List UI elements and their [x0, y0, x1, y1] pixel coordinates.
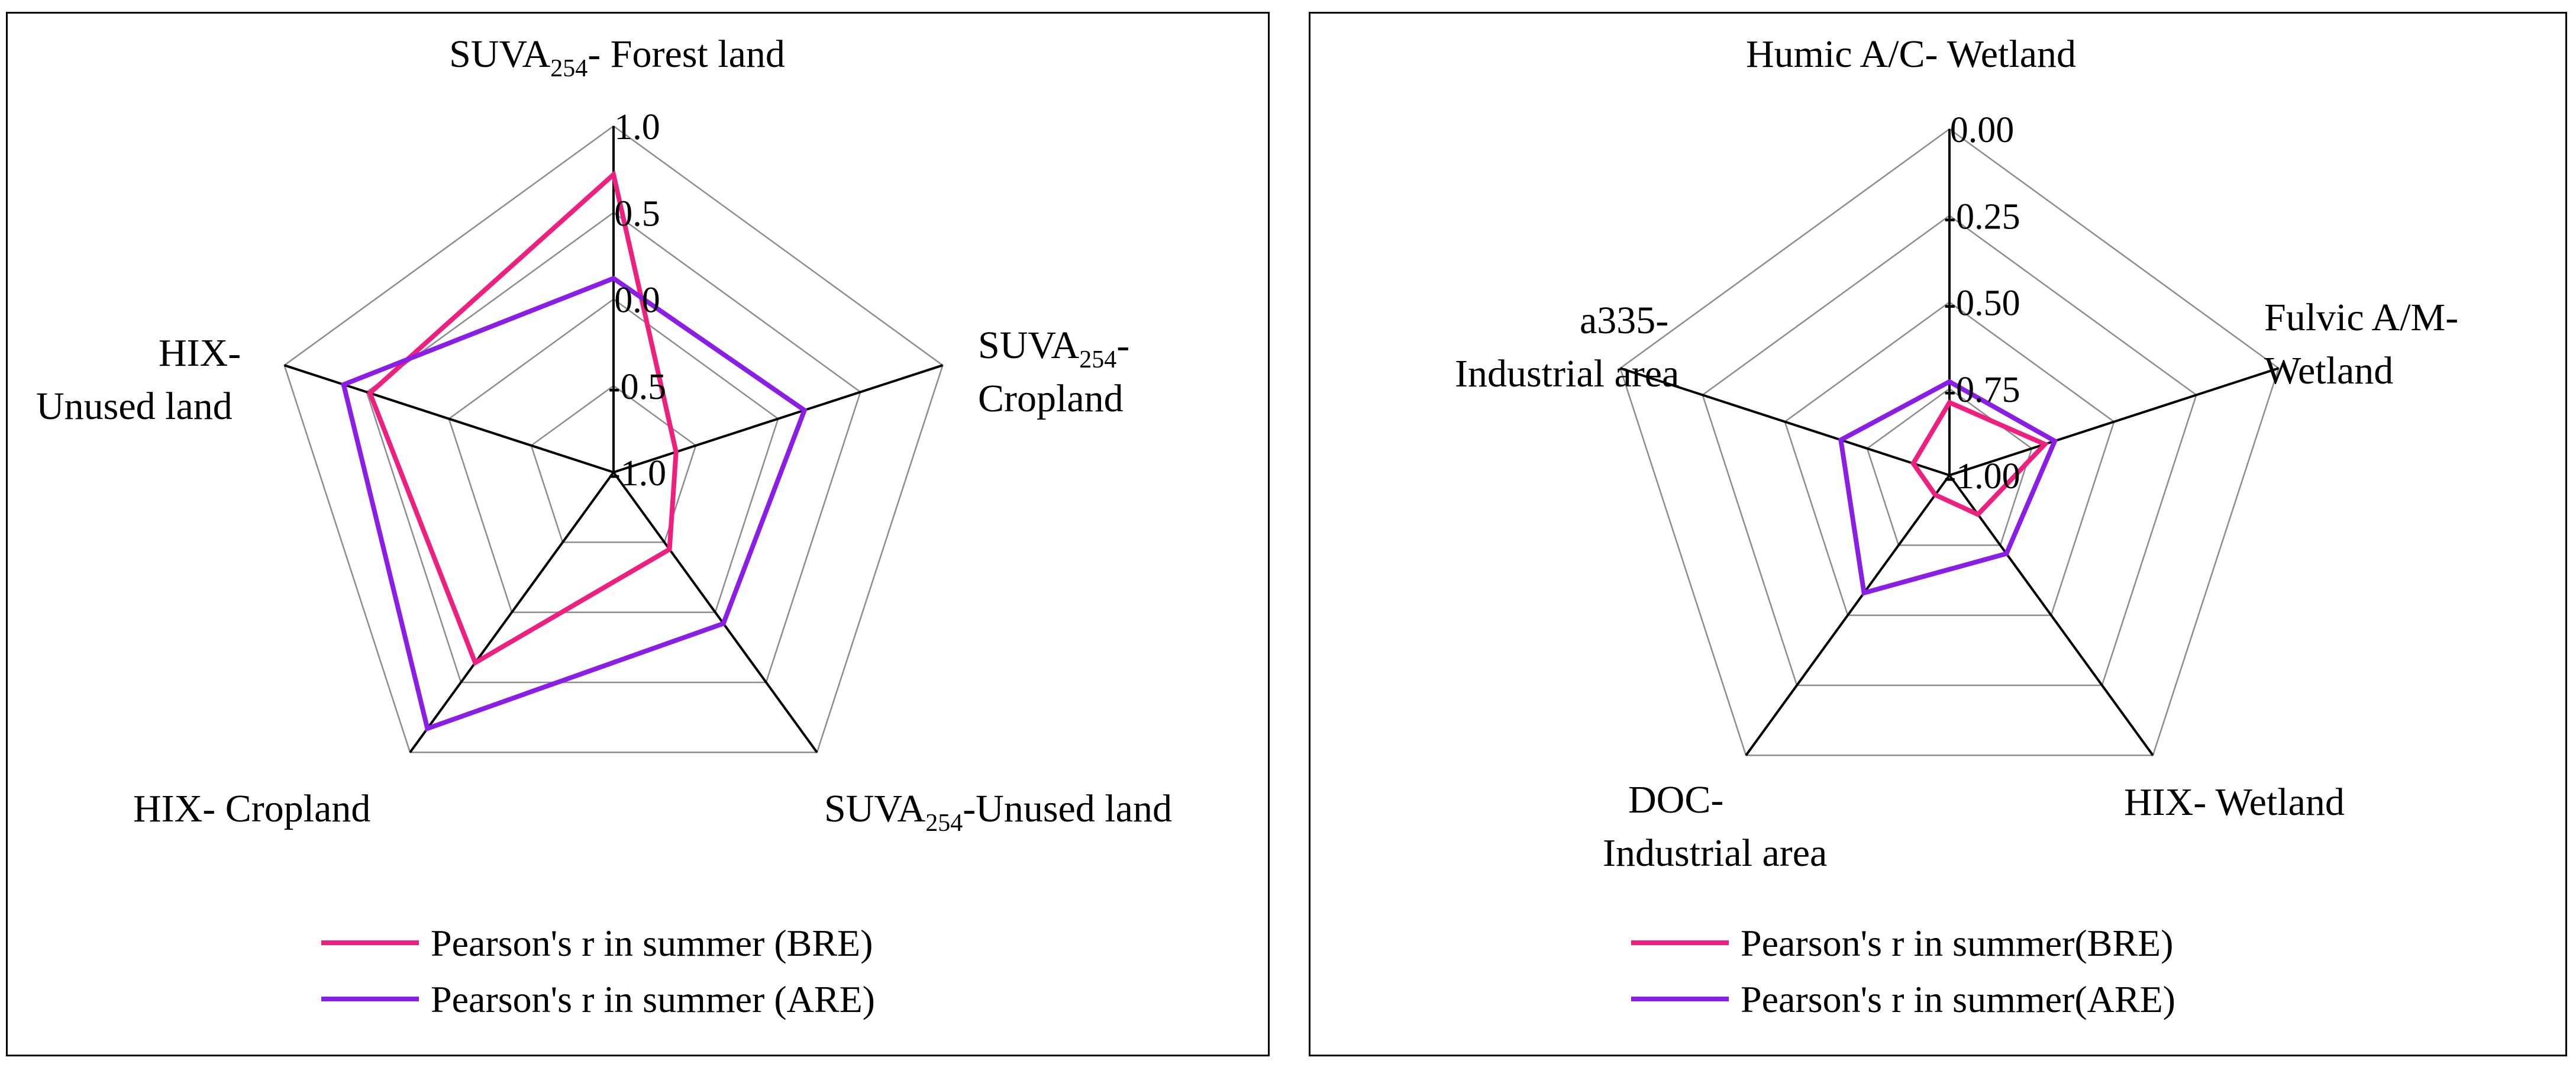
axis-label: SUVA254-Cropland [978, 324, 1129, 420]
series-line-are [341, 275, 808, 732]
tick-label: 0.0 [614, 281, 660, 321]
axis-label: SUVA254-Unused land [824, 787, 1172, 837]
axis-spoke [1745, 474, 1951, 756]
axis-label: HIX- Wetland [2124, 781, 2345, 824]
axis-label: HIX-Unused land [36, 331, 241, 428]
series-line-are [1838, 379, 2058, 596]
axis-spoke [1948, 474, 2154, 756]
series-line-bre [367, 170, 679, 666]
axis-label: Humic A/C- Wetland [1746, 33, 2076, 76]
grid-ring [1784, 301, 2115, 616]
right-radar-chart: 0.00 -0.25 -0.50 -0.75 -1.00 Humic A/C- Wetla… [1455, 33, 2458, 1020]
tick-label: 0.00 [1950, 110, 2015, 150]
tick-label: -0.50 [1944, 283, 2020, 324]
axis-spoke [1619, 367, 1950, 476]
axis-label: SUVA254- Forest land [449, 33, 785, 82]
axis-label: Fulvic A/M-Wetland [2264, 296, 2458, 392]
legend-label: Pearson's r in summer (ARE) [431, 978, 875, 1020]
grid-ring [1866, 388, 2033, 546]
grid-ring [283, 125, 944, 753]
grid-ring [448, 298, 779, 613]
axis-label: DOC-Industrial area [1603, 778, 1827, 875]
grid-ring [530, 385, 697, 543]
tick-label: -1.00 [1944, 456, 2020, 497]
right-chart-panel: 0.00 -0.25 -0.50 -0.75 -1.00 Humic A/C- Wetla… [1309, 12, 2567, 1056]
legend-label: Pearson's r in summer(ARE) [1741, 978, 2175, 1020]
legend-label: Pearson's r in summer(BRE) [1741, 922, 2173, 964]
left-radar-chart: 1.0 0.5 0.0 -0.5 -1.0 SUVA254- Forest landSUV… [36, 33, 1172, 1020]
tick-label: -0.5 [608, 367, 666, 407]
tick-label: -1.0 [608, 453, 666, 494]
axis-spoke [409, 471, 615, 753]
axis-label: a335-Industrial area [1455, 299, 1679, 395]
tick-label: -0.25 [1944, 196, 2020, 237]
series-line-bre [1910, 399, 2049, 518]
tick-label: 0.5 [614, 194, 660, 234]
axis-spoke [1949, 367, 2280, 476]
grid-ring [1619, 128, 2280, 756]
axis-spoke [283, 364, 614, 473]
tick-label: -0.75 [1944, 370, 2020, 410]
axis-label: HIX- Cropland [133, 787, 370, 830]
tick-label: 1.0 [614, 107, 660, 147]
axis-spoke [612, 471, 818, 753]
legend-label: Pearson's r in summer (BRE) [431, 922, 873, 964]
grid-ring [1702, 214, 2197, 687]
axis-spoke [613, 364, 944, 473]
